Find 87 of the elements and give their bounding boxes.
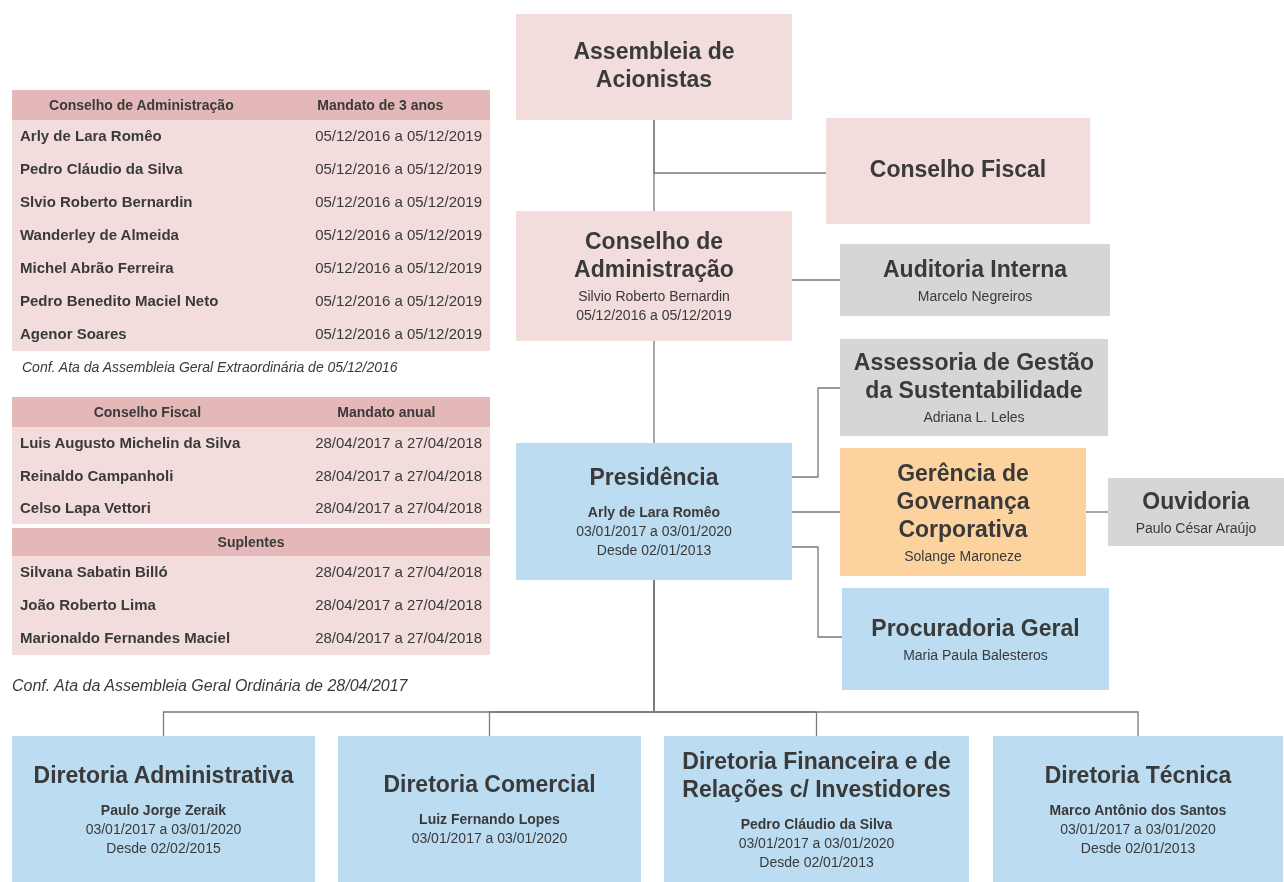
source-note: Conf. Ata da Assembleia Geral Ordinária de 28/04/2017 (12, 676, 408, 696)
table-header-cell: Conselho de Administração (12, 90, 271, 120)
source-note: Conf. Ata da Assembleia Geral Extraordinária de 05/12/2016 (22, 358, 398, 377)
table-header-cell: Suplentes (12, 526, 490, 556)
table-header-cell: Conselho Fiscal (12, 397, 283, 427)
term-dates: Desde 02/01/2013 (596, 541, 712, 560)
term-dates: 05/12/2016 a 05/12/2019 (576, 306, 732, 325)
member-name: Luis Augusto Michelin da Silva (12, 427, 283, 460)
connector-line (791, 279, 841, 281)
connector-line (791, 387, 841, 478)
org-box (516, 14, 792, 120)
term-dates: 28/04/2017 a 27/04/2018 (282, 460, 490, 493)
member-name: Pedro Benedito Maciel Neto (12, 285, 271, 318)
connector-line (653, 340, 655, 444)
term-dates: 03/01/2017 a 03/01/2020 (85, 819, 242, 839)
member-name: Agenor Soares (12, 318, 271, 351)
person-name: Adriana L. Leles (923, 408, 1025, 427)
term-dates: 05/12/2016 a 05/12/2019 (270, 120, 490, 153)
person-name: Pedro Cláudio da Silva (740, 814, 893, 834)
term-dates: Desde 02/02/2015 (106, 838, 221, 858)
connector-line (791, 546, 843, 638)
connector-line (791, 511, 841, 513)
org-box (516, 443, 792, 580)
box-title: Diretoria Comercial (383, 770, 596, 798)
box-title: Assessoria de Gestão da Sustentabilidade (852, 348, 1096, 404)
term-dates: 05/12/2016 a 05/12/2019 (270, 318, 490, 351)
term-dates: 05/12/2016 a 05/12/2019 (270, 186, 490, 219)
box-title: Assembleia de Acionistas (572, 37, 736, 93)
term-dates: 28/04/2017 a 27/04/2018 (282, 622, 490, 655)
person-name: Paulo Jorge Zeraik (100, 800, 227, 820)
person-name: Marcelo Negreiros (917, 286, 1033, 306)
org-box (842, 588, 1109, 690)
table-header-cell: Mandato de 3 anos (270, 90, 490, 120)
org-box (840, 339, 1108, 436)
person-name: Arly de Lara Romêo (587, 503, 721, 522)
term-dates: 28/04/2017 a 27/04/2018 (282, 427, 490, 460)
term-dates: 28/04/2017 a 27/04/2018 (282, 556, 490, 589)
member-name: Arly de Lara Romêo (12, 120, 271, 153)
term-dates: Desde 02/01/2013 (759, 852, 874, 872)
org-box (840, 448, 1086, 576)
org-box (516, 211, 792, 341)
box-title: Procuradoria Geral (871, 613, 1080, 642)
box-title: Auditoria Interna (883, 254, 1067, 283)
org-box (1108, 478, 1284, 546)
member-name: Wanderley de Almeida (12, 219, 271, 252)
box-title: Diretoria Financeira e de Relações c/ Investidores (681, 746, 952, 803)
term-dates: 03/01/2017 a 03/01/2020 (411, 829, 568, 848)
box-title: Diretoria Técnica (1044, 760, 1232, 789)
term-dates: 05/12/2016 a 05/12/2019 (270, 285, 490, 318)
box-title: Gerência de Governança Corporativa (895, 458, 1031, 543)
person-name: Marco Antônio dos Santos (1049, 800, 1227, 820)
connector-line (653, 119, 827, 174)
person-name: Luiz Fernando Lopes (419, 810, 560, 829)
box-title: Diretoria Administrativa (33, 760, 294, 789)
org-box (840, 244, 1110, 316)
person-name: Paulo César Araújo (1135, 518, 1257, 538)
box-title: Conselho de Administração (573, 227, 735, 283)
term-dates: 03/01/2017 a 03/01/2020 (738, 833, 895, 853)
term-dates: 28/04/2017 a 27/04/2018 (282, 589, 490, 622)
org-box (12, 736, 315, 882)
org-box (664, 736, 969, 882)
box-title: Conselho Fiscal (869, 155, 1047, 183)
box-title: Ouvidoria (1142, 486, 1250, 515)
table-header-cell: Mandato anual (282, 397, 490, 427)
term-dates: 05/12/2016 a 05/12/2019 (270, 153, 490, 186)
member-name: Celso Lapa Vettori (12, 493, 283, 526)
org-box (338, 736, 641, 882)
box-title: Presidência (589, 463, 719, 491)
term-dates: 05/12/2016 a 05/12/2019 (270, 252, 490, 285)
org-box (993, 736, 1283, 882)
term-dates: 28/04/2017 a 27/04/2018 (282, 493, 490, 526)
member-name: Slvio Roberto Bernardin (12, 186, 271, 219)
person-name: Maria Paula Balesteros (903, 645, 1048, 665)
member-name: João Roberto Lima (12, 589, 283, 622)
connector-line (1085, 511, 1109, 513)
member-name: Marionaldo Fernandes Maciel (12, 622, 283, 655)
person-name: Solange Maroneze (904, 546, 1022, 566)
term-dates: Desde 02/01/2013 (1080, 838, 1196, 858)
term-dates: 03/01/2017 a 03/01/2020 (1060, 819, 1216, 839)
term-dates: 03/01/2017 a 03/01/2020 (576, 522, 732, 541)
org-box (826, 118, 1090, 224)
member-name: Reinaldo Campanholi (12, 460, 283, 493)
term-dates: 05/12/2016 a 05/12/2019 (270, 219, 490, 252)
member-name: Pedro Cláudio da Silva (12, 153, 271, 186)
person-name: Silvio Roberto Bernardin (578, 287, 730, 306)
member-name: Michel Abrão Ferreira (12, 252, 271, 285)
member-name: Silvana Sabatin Billó (12, 556, 283, 589)
